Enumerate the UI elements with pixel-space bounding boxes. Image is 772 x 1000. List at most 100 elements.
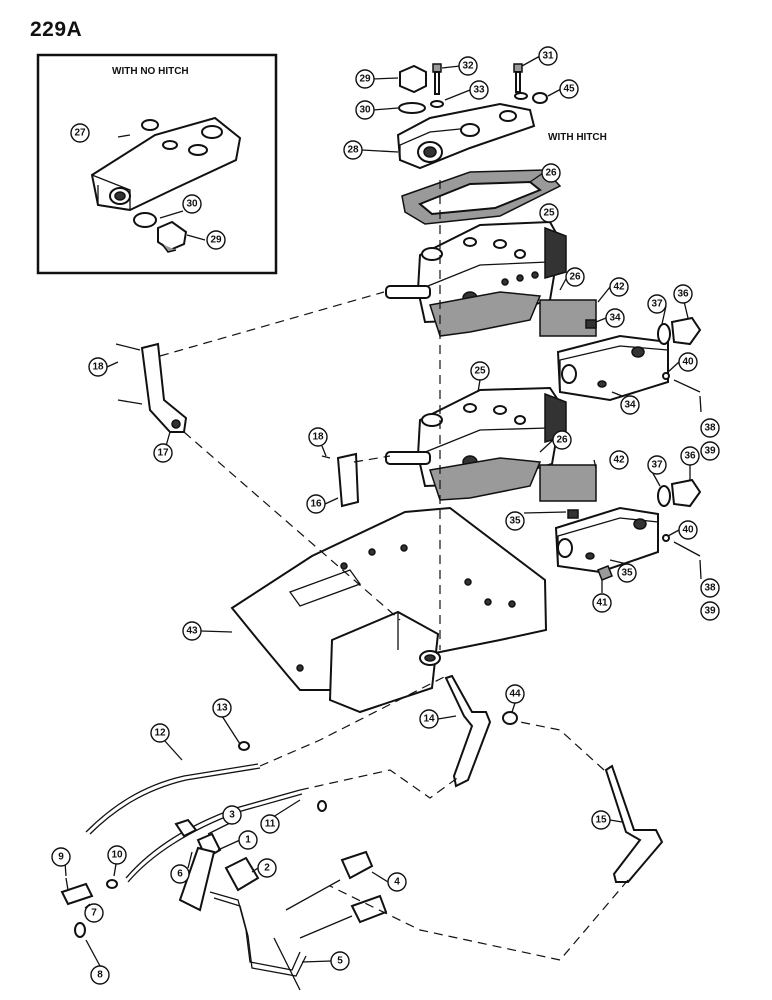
lever-14-part	[444, 674, 492, 788]
callout-40a: 40	[678, 352, 698, 372]
svg-text:39: 39	[704, 446, 716, 457]
callout-6: 6	[170, 864, 190, 884]
svg-text:25: 25	[474, 366, 486, 377]
svg-text:8: 8	[97, 970, 103, 981]
fitting-36-lower	[670, 478, 702, 508]
plug-45-part	[532, 92, 548, 104]
svg-text:10: 10	[111, 850, 123, 861]
inset-cover-part	[90, 116, 242, 212]
svg-text:27: 27	[74, 128, 86, 139]
dash-lever17-valve	[159, 291, 385, 357]
aux-block-upper	[556, 334, 669, 402]
lever-16-part	[336, 452, 360, 508]
svg-text:42: 42	[613, 282, 625, 293]
svg-text:35: 35	[621, 568, 633, 579]
callout-30: 30	[355, 100, 375, 120]
svg-text:38: 38	[704, 583, 716, 594]
svg-text:36: 36	[684, 451, 696, 462]
callout-10: 10	[107, 845, 127, 865]
svg-text:4: 4	[394, 877, 400, 888]
svg-text:43: 43	[186, 626, 198, 637]
svg-text:26: 26	[545, 168, 557, 179]
callout-35b: 35	[505, 511, 525, 531]
callout-7: 7	[84, 903, 104, 923]
svg-text:3: 3	[229, 810, 235, 821]
bushing-6-part	[174, 818, 198, 838]
svg-text:12: 12	[154, 728, 166, 739]
svg-text:6: 6	[177, 869, 183, 880]
leader-30a	[159, 210, 184, 219]
bolt-38-upper	[673, 379, 701, 393]
svg-text:37: 37	[651, 299, 663, 310]
svg-text:7: 7	[91, 908, 97, 919]
washer-40-lower	[662, 534, 670, 542]
callout-16: 16	[306, 494, 326, 514]
svg-text:2: 2	[264, 863, 270, 874]
rod-12-part	[85, 763, 259, 833]
plug-41-part	[597, 565, 613, 581]
svg-text:45: 45	[563, 84, 575, 95]
pedal-pad-upper	[340, 850, 374, 880]
pedal-arm-1-part	[178, 846, 216, 912]
svg-text:29: 29	[210, 235, 222, 246]
gasket-42-lower-part	[539, 464, 597, 502]
bolt-32-part	[432, 63, 442, 73]
svg-text:18: 18	[92, 362, 104, 373]
svg-text:26: 26	[569, 272, 581, 283]
bolt-31-part	[513, 63, 523, 73]
callout-35a: 34	[605, 308, 625, 328]
svg-text:30: 30	[359, 105, 371, 116]
callout-2: 2	[257, 858, 277, 878]
svg-text:32: 32	[462, 61, 474, 72]
svg-text:16: 16	[310, 499, 322, 510]
bolt-5-part	[273, 937, 301, 991]
svg-text:26: 26	[556, 435, 568, 446]
dash-pedal-lower	[329, 879, 629, 961]
plug-35-lower-part	[567, 509, 579, 519]
nut-10-part	[106, 879, 118, 889]
svg-text:44: 44	[509, 689, 521, 700]
svg-text:40: 40	[682, 357, 694, 368]
callout-34a: 34	[620, 395, 640, 415]
plug-35-upper-part	[585, 319, 597, 329]
inset-o-ring	[133, 212, 157, 228]
callout-5: 5	[330, 951, 350, 971]
fitting-36-upper	[670, 316, 702, 346]
callout-4: 4	[387, 872, 407, 892]
dash-lever17-plate	[183, 431, 401, 621]
callout-34b: 35	[617, 563, 637, 583]
svg-text:38: 38	[704, 423, 716, 434]
callout-42a: 42	[609, 277, 629, 297]
svg-text:39: 39	[704, 606, 716, 617]
dash-rod11	[299, 769, 461, 799]
callout-36a: 36	[673, 284, 693, 304]
pedal-shafts	[285, 879, 353, 939]
callout-18b: 18	[308, 427, 328, 447]
callout-40b: 40	[678, 520, 698, 540]
dash-lever15	[519, 721, 605, 771]
callout-42b: 42	[609, 450, 629, 470]
callout-41: 41	[592, 593, 612, 613]
svg-text:1: 1	[245, 835, 251, 846]
callout-36b: 36	[680, 446, 700, 466]
svg-text:29: 29	[359, 74, 371, 85]
leader-27	[117, 134, 131, 138]
svg-text:17: 17	[157, 448, 169, 459]
callout-38a: 38	[700, 418, 720, 438]
callout-28: 28	[343, 140, 363, 160]
callout-17: 17	[153, 443, 173, 463]
callout-45: 45	[559, 79, 579, 99]
callout-27: 27	[70, 123, 90, 143]
callout-26b: 26	[565, 267, 585, 287]
leader-29a	[186, 234, 206, 241]
callouts: 29 30 32 31 33 45 28 26 25 26 42 34 37 3…	[51, 46, 720, 985]
callout-33: 33	[469, 80, 489, 100]
callout-30-inset: 30	[182, 194, 202, 214]
dash-lever16-valve	[353, 455, 391, 463]
callout-44: 44	[505, 684, 525, 704]
aux-block-lower	[554, 506, 659, 574]
svg-text:42: 42	[613, 455, 625, 466]
callout-1: 1	[238, 830, 258, 850]
pins-18-part	[115, 343, 143, 405]
